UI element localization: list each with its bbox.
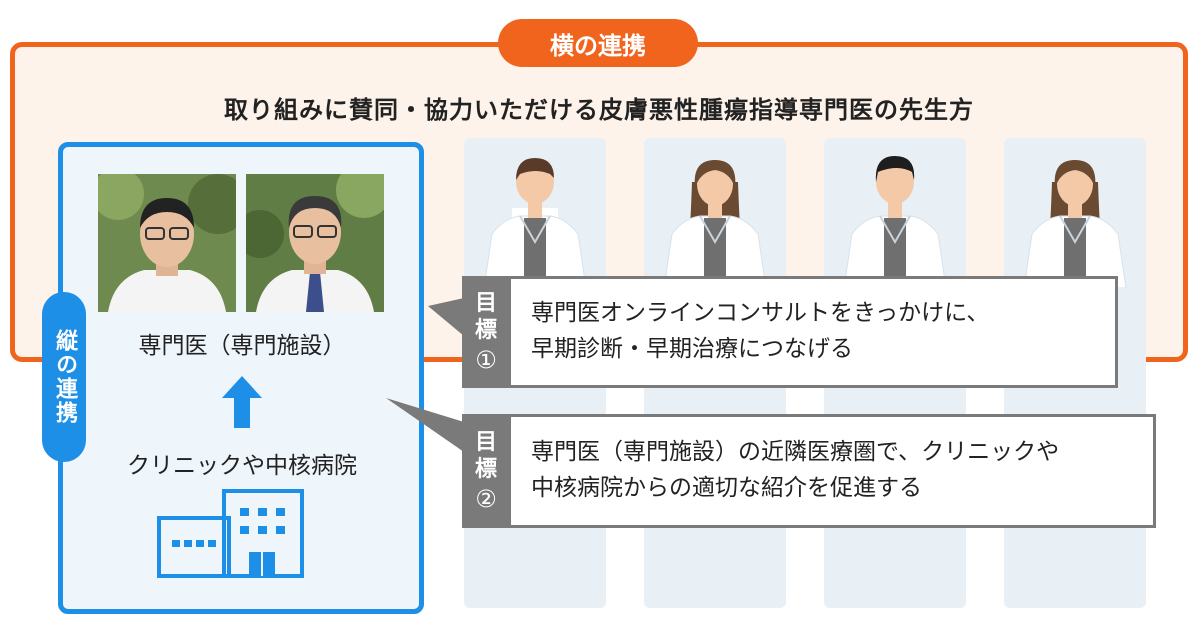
goal-2-number: ② (475, 484, 497, 513)
goal-2-tag-char1: 目 (474, 429, 497, 455)
specialist-facility-label: 専門医（専門施設） (138, 333, 346, 359)
goal-1-number: ① (475, 345, 497, 374)
up-arrow-icon (222, 376, 262, 428)
goal-2-line-2: 中核病院からの適切な紹介を促進する (531, 475, 922, 501)
doctor-male-icon (483, 158, 587, 288)
goal-1-line-1: 専門医オンラインコンサルトをきっかけに、 (531, 300, 990, 327)
goal-1-tag: 目 標 ① (462, 276, 510, 388)
specialist-photo-1 (98, 174, 236, 312)
goal-1-text-box: 専門医オンラインコンサルトをきっかけに、 早期診断・早期治療につなげる (508, 276, 1118, 388)
goal-1-tag-char1: 目 (474, 290, 497, 316)
goal-2-text-box: 専門医（専門施設）の近隣医療圏で、クリニックや 中核病院からの適切な紹介を促進す… (508, 414, 1156, 528)
clinic-hospital-label: クリニックや中核病院 (127, 453, 357, 479)
page-title: 取り組みに賛同・協力いただける皮膚悪性腫瘍指導専門医の先生方 (224, 96, 974, 124)
goal-1-tag-char2: 標 (474, 318, 497, 343)
vertical-collaboration-tag: 縦の連携 (42, 292, 86, 462)
doctor-female-icon (1023, 160, 1127, 288)
specialist-photo-2 (246, 174, 384, 312)
goal-2-tag: 目 標 ② (462, 414, 510, 528)
doctor-male-icon (843, 156, 947, 288)
goal-2-tag-char2: 標 (474, 457, 497, 482)
goal-2-line-1: 専門医（専門施設）の近隣医療圏で、クリニックや (531, 439, 1060, 466)
doctor-column-1 (464, 138, 606, 608)
doctor-female-icon (663, 160, 767, 288)
hospital-building-icon (157, 489, 304, 578)
goal-1-line-2: 早期診断・早期治療につなげる (531, 336, 853, 362)
horizontal-collaboration-tag: 横の連携 (498, 19, 698, 67)
